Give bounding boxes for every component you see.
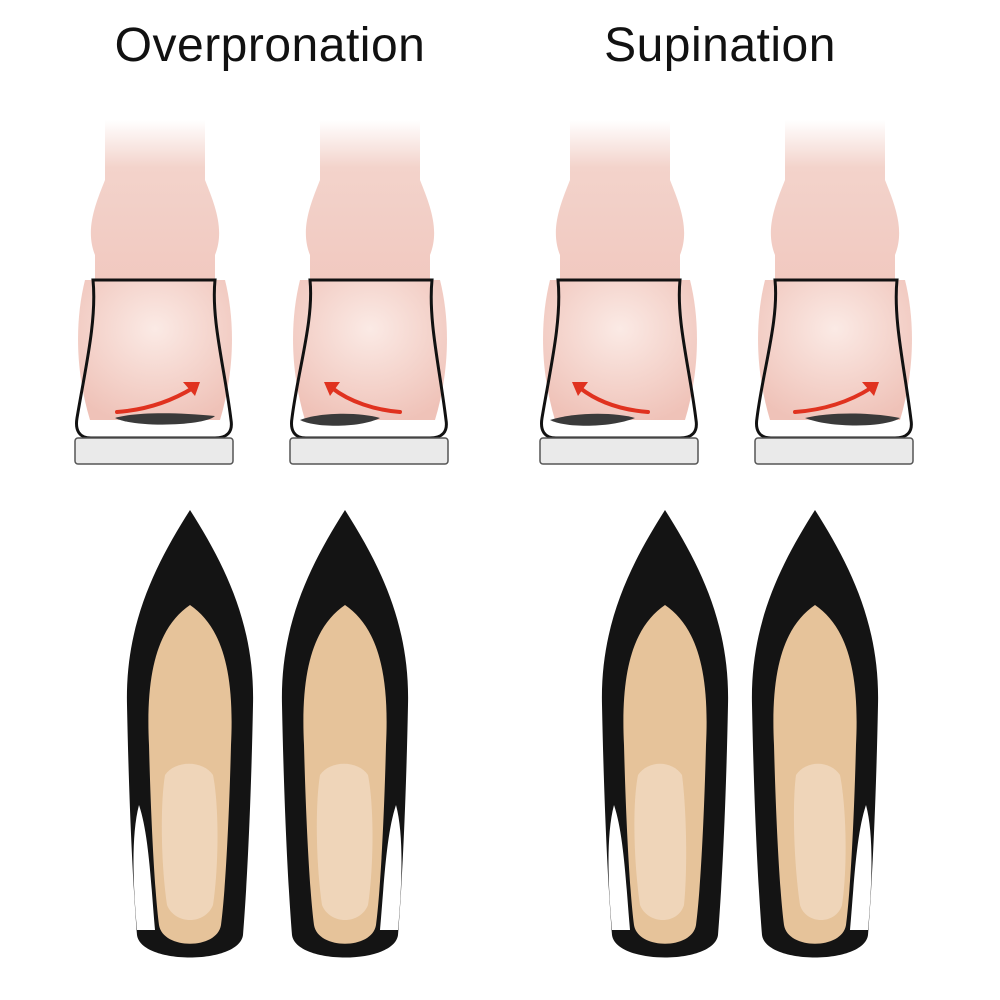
- pointed-flat-shoe-illustration: [126, 510, 254, 958]
- heel-cushion: [793, 763, 846, 920]
- leg-shape: [305, 120, 435, 290]
- red-arrowhead: [862, 382, 879, 396]
- supination-shoe-right: [740, 505, 890, 975]
- red-arrowhead: [572, 382, 588, 396]
- sole-block: [754, 437, 914, 465]
- red-arrow: [578, 386, 650, 414]
- overpronation-shoe-right: [270, 505, 420, 975]
- heel-illustration: [539, 120, 699, 465]
- heel-shape: [293, 280, 447, 420]
- leg-shape: [90, 120, 220, 290]
- overpronation-shoe-left: [115, 505, 265, 975]
- supination-heel-diagram-2: [745, 120, 925, 480]
- heel-shape: [758, 280, 912, 420]
- sole-block: [539, 437, 699, 465]
- red-arrowhead: [324, 382, 340, 396]
- heel-cushion: [161, 763, 218, 920]
- overpronation-heel-diagram-2: [280, 120, 460, 480]
- red-arrow: [793, 386, 873, 414]
- heel-pad: [805, 413, 900, 426]
- supination-shoe-left: [590, 505, 740, 975]
- sole-block: [289, 437, 449, 465]
- leg-shape: [770, 120, 900, 290]
- heel-shape: [543, 280, 697, 420]
- heel-pad: [115, 413, 215, 425]
- pointed-flat-shoe-illustration: [601, 510, 729, 958]
- inner-cutout: [608, 805, 630, 930]
- supination-heel-diagram-1: [530, 120, 710, 480]
- overpronation-heel-diagram-1: [65, 120, 245, 480]
- heel-illustration: [754, 120, 914, 465]
- red-arrowhead: [183, 382, 200, 396]
- heel-pad: [550, 413, 635, 426]
- inner-cutout: [850, 805, 872, 930]
- leg-shape: [555, 120, 685, 290]
- inner-cutout: [380, 805, 402, 930]
- overpronation-title: Overpronation: [114, 19, 426, 72]
- red-arrow: [330, 386, 402, 414]
- heel-cushion: [316, 763, 373, 920]
- heel-illustration: [74, 120, 234, 465]
- heel-illustration: [289, 120, 449, 465]
- heel-shape: [78, 280, 232, 420]
- red-arrow: [115, 386, 195, 414]
- inner-cutout: [133, 805, 155, 930]
- heel-pad: [300, 413, 380, 426]
- pointed-flat-shoe-illustration: [751, 510, 879, 958]
- pointed-flat-shoe-illustration: [281, 510, 409, 958]
- sole-block: [74, 437, 234, 465]
- heel-cushion: [634, 763, 687, 920]
- supination-title: Supination: [604, 19, 836, 72]
